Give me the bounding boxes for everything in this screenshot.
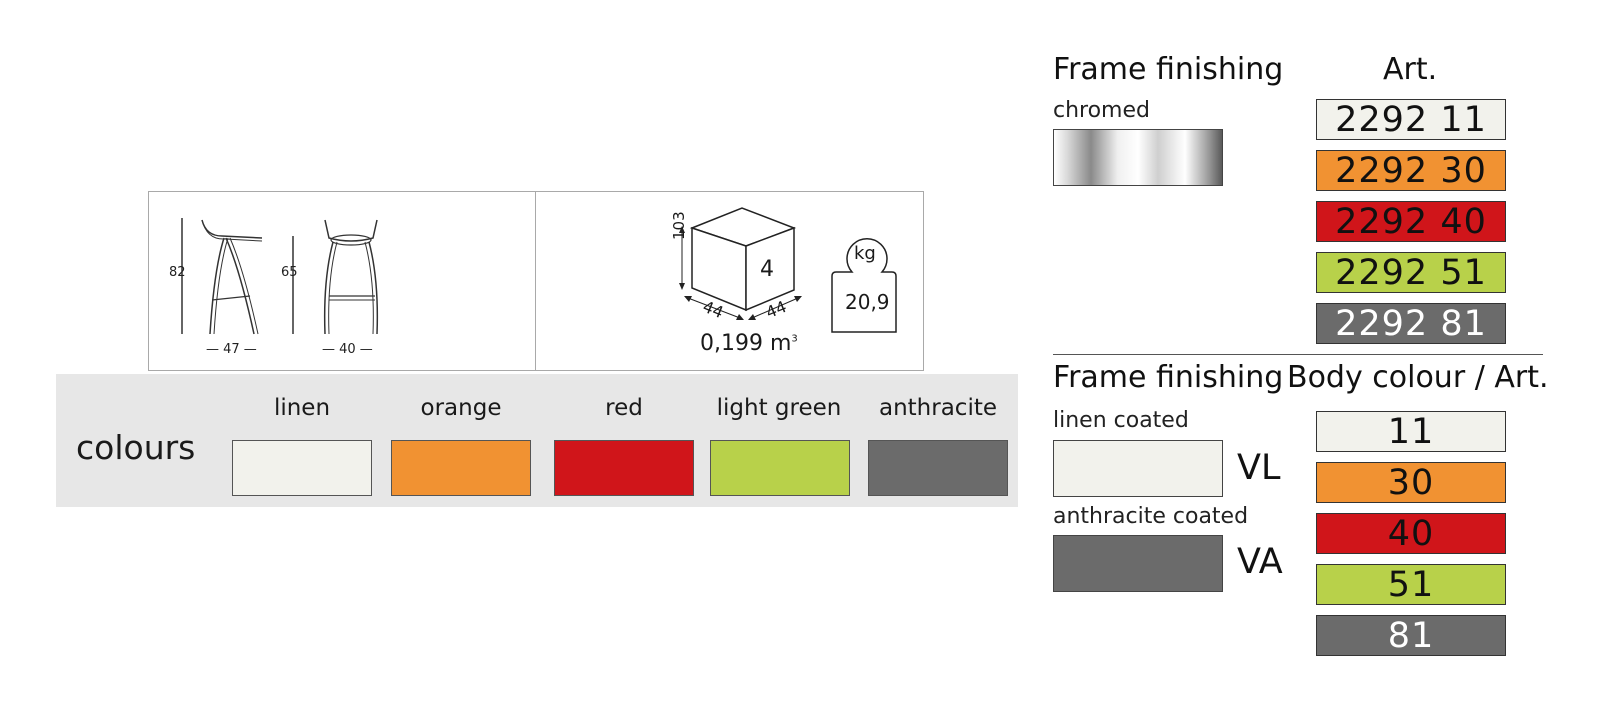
chromed-article-81: 2292 81 xyxy=(1316,303,1506,344)
coated-frame-finishing-heading: Frame finishing xyxy=(1053,360,1284,395)
colour-label-light-green: light green xyxy=(716,395,842,421)
linen-coated-swatch xyxy=(1053,440,1223,497)
colour-label-linen: linen xyxy=(273,395,331,421)
stool-front-view-icon xyxy=(292,219,379,335)
chromed-article-30: 2292 30 xyxy=(1316,150,1506,191)
body-article-51: 51 xyxy=(1316,564,1506,605)
stool-side-view-icon xyxy=(181,218,263,335)
front-width-label: — 40 — xyxy=(322,342,373,357)
body-article-30: 30 xyxy=(1316,462,1506,503)
package-weight: 20,9 xyxy=(845,290,890,314)
chromed-art-heading: Art. xyxy=(1383,52,1438,87)
colour-label-red: red xyxy=(605,395,643,421)
weight-unit: kg xyxy=(854,243,876,264)
chromed-label: chromed xyxy=(1053,98,1150,123)
chromed-article-11: 2292 11 xyxy=(1316,99,1506,140)
colour-label-orange: orange xyxy=(420,395,502,421)
colour-swatch-orange xyxy=(391,440,531,496)
colour-label-anthracite: anthracite xyxy=(878,395,998,421)
anthracite-coated-code: VA xyxy=(1237,542,1283,582)
chromed-swatch xyxy=(1053,129,1223,186)
anthracite-coated-label: anthracite coated xyxy=(1053,504,1249,529)
linen-coated-label: linen coated xyxy=(1053,408,1189,433)
weight-icon xyxy=(831,238,897,333)
colours-title: colours xyxy=(76,428,196,467)
body-colour-art-heading: Body colour / Art. xyxy=(1287,360,1549,395)
chromed-article-40: 2292 40 xyxy=(1316,201,1506,242)
colours-band xyxy=(56,374,1018,507)
package-box-icon xyxy=(679,207,802,320)
chromed-article-51: 2292 51 xyxy=(1316,252,1506,293)
seat-height-label: 82 xyxy=(169,265,186,280)
volume-exponent: 3 xyxy=(791,333,798,345)
body-article-81: 81 xyxy=(1316,615,1506,656)
package-volume-value: 0,199 m xyxy=(700,331,792,356)
chromed-frame-finishing-heading: Frame finishing xyxy=(1053,52,1284,87)
panel-divider xyxy=(535,191,536,371)
colour-swatch-light-green xyxy=(710,440,850,496)
front-height-label: 65 xyxy=(281,265,298,280)
package-volume: 0,199 m3 xyxy=(700,331,798,356)
body-article-11: 11 xyxy=(1316,411,1506,452)
section-divider xyxy=(1053,354,1543,355)
colour-swatch-linen xyxy=(232,440,372,496)
package-height-label: 103 xyxy=(670,211,688,240)
colour-swatch-anthracite xyxy=(868,440,1008,496)
colour-swatch-red xyxy=(554,440,694,496)
side-width-label: — 47 — xyxy=(206,342,257,357)
package-quantity: 4 xyxy=(760,257,774,282)
body-article-40: 40 xyxy=(1316,513,1506,554)
anthracite-coated-swatch xyxy=(1053,535,1223,592)
linen-coated-code: VL xyxy=(1237,448,1281,488)
